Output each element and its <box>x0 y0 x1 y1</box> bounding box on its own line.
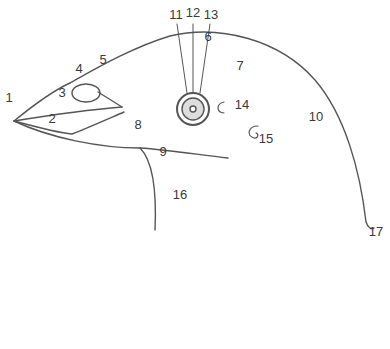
iris <box>182 98 204 120</box>
callout-number: 12 <box>186 6 200 19</box>
callout-number: 4 <box>75 62 82 75</box>
callout-number: 9 <box>159 145 166 158</box>
gape-line <box>98 92 122 107</box>
leader-line <box>193 24 194 93</box>
upper-beak-edge <box>14 107 122 121</box>
callout-number: 11 <box>169 8 183 21</box>
pupil <box>190 106 196 112</box>
callout-number: 14 <box>235 98 249 111</box>
neck-line <box>140 148 155 230</box>
callout-number: 8 <box>134 118 141 131</box>
callout-number: 6 <box>204 30 211 43</box>
callout-number: 7 <box>236 59 243 72</box>
culmen <box>14 83 70 121</box>
callout-number: 15 <box>259 132 273 145</box>
callout-number: 16 <box>173 188 187 201</box>
callout-number: 17 <box>369 225 383 238</box>
ear-opening <box>249 126 258 138</box>
throat-line <box>140 148 228 158</box>
callout-number: 5 <box>99 53 106 66</box>
callout-number: 10 <box>309 110 323 123</box>
lower-mandible <box>14 112 124 134</box>
leader-line <box>177 24 187 93</box>
eye-ring <box>177 93 209 125</box>
chin-line <box>14 121 140 148</box>
callout-number: 3 <box>58 86 65 99</box>
head-outline <box>70 32 374 229</box>
callout-number: 13 <box>204 8 218 21</box>
nostril <box>72 84 100 102</box>
ear-mark <box>218 102 224 113</box>
callout-number: 2 <box>48 112 55 125</box>
callout-number: 1 <box>5 91 12 104</box>
